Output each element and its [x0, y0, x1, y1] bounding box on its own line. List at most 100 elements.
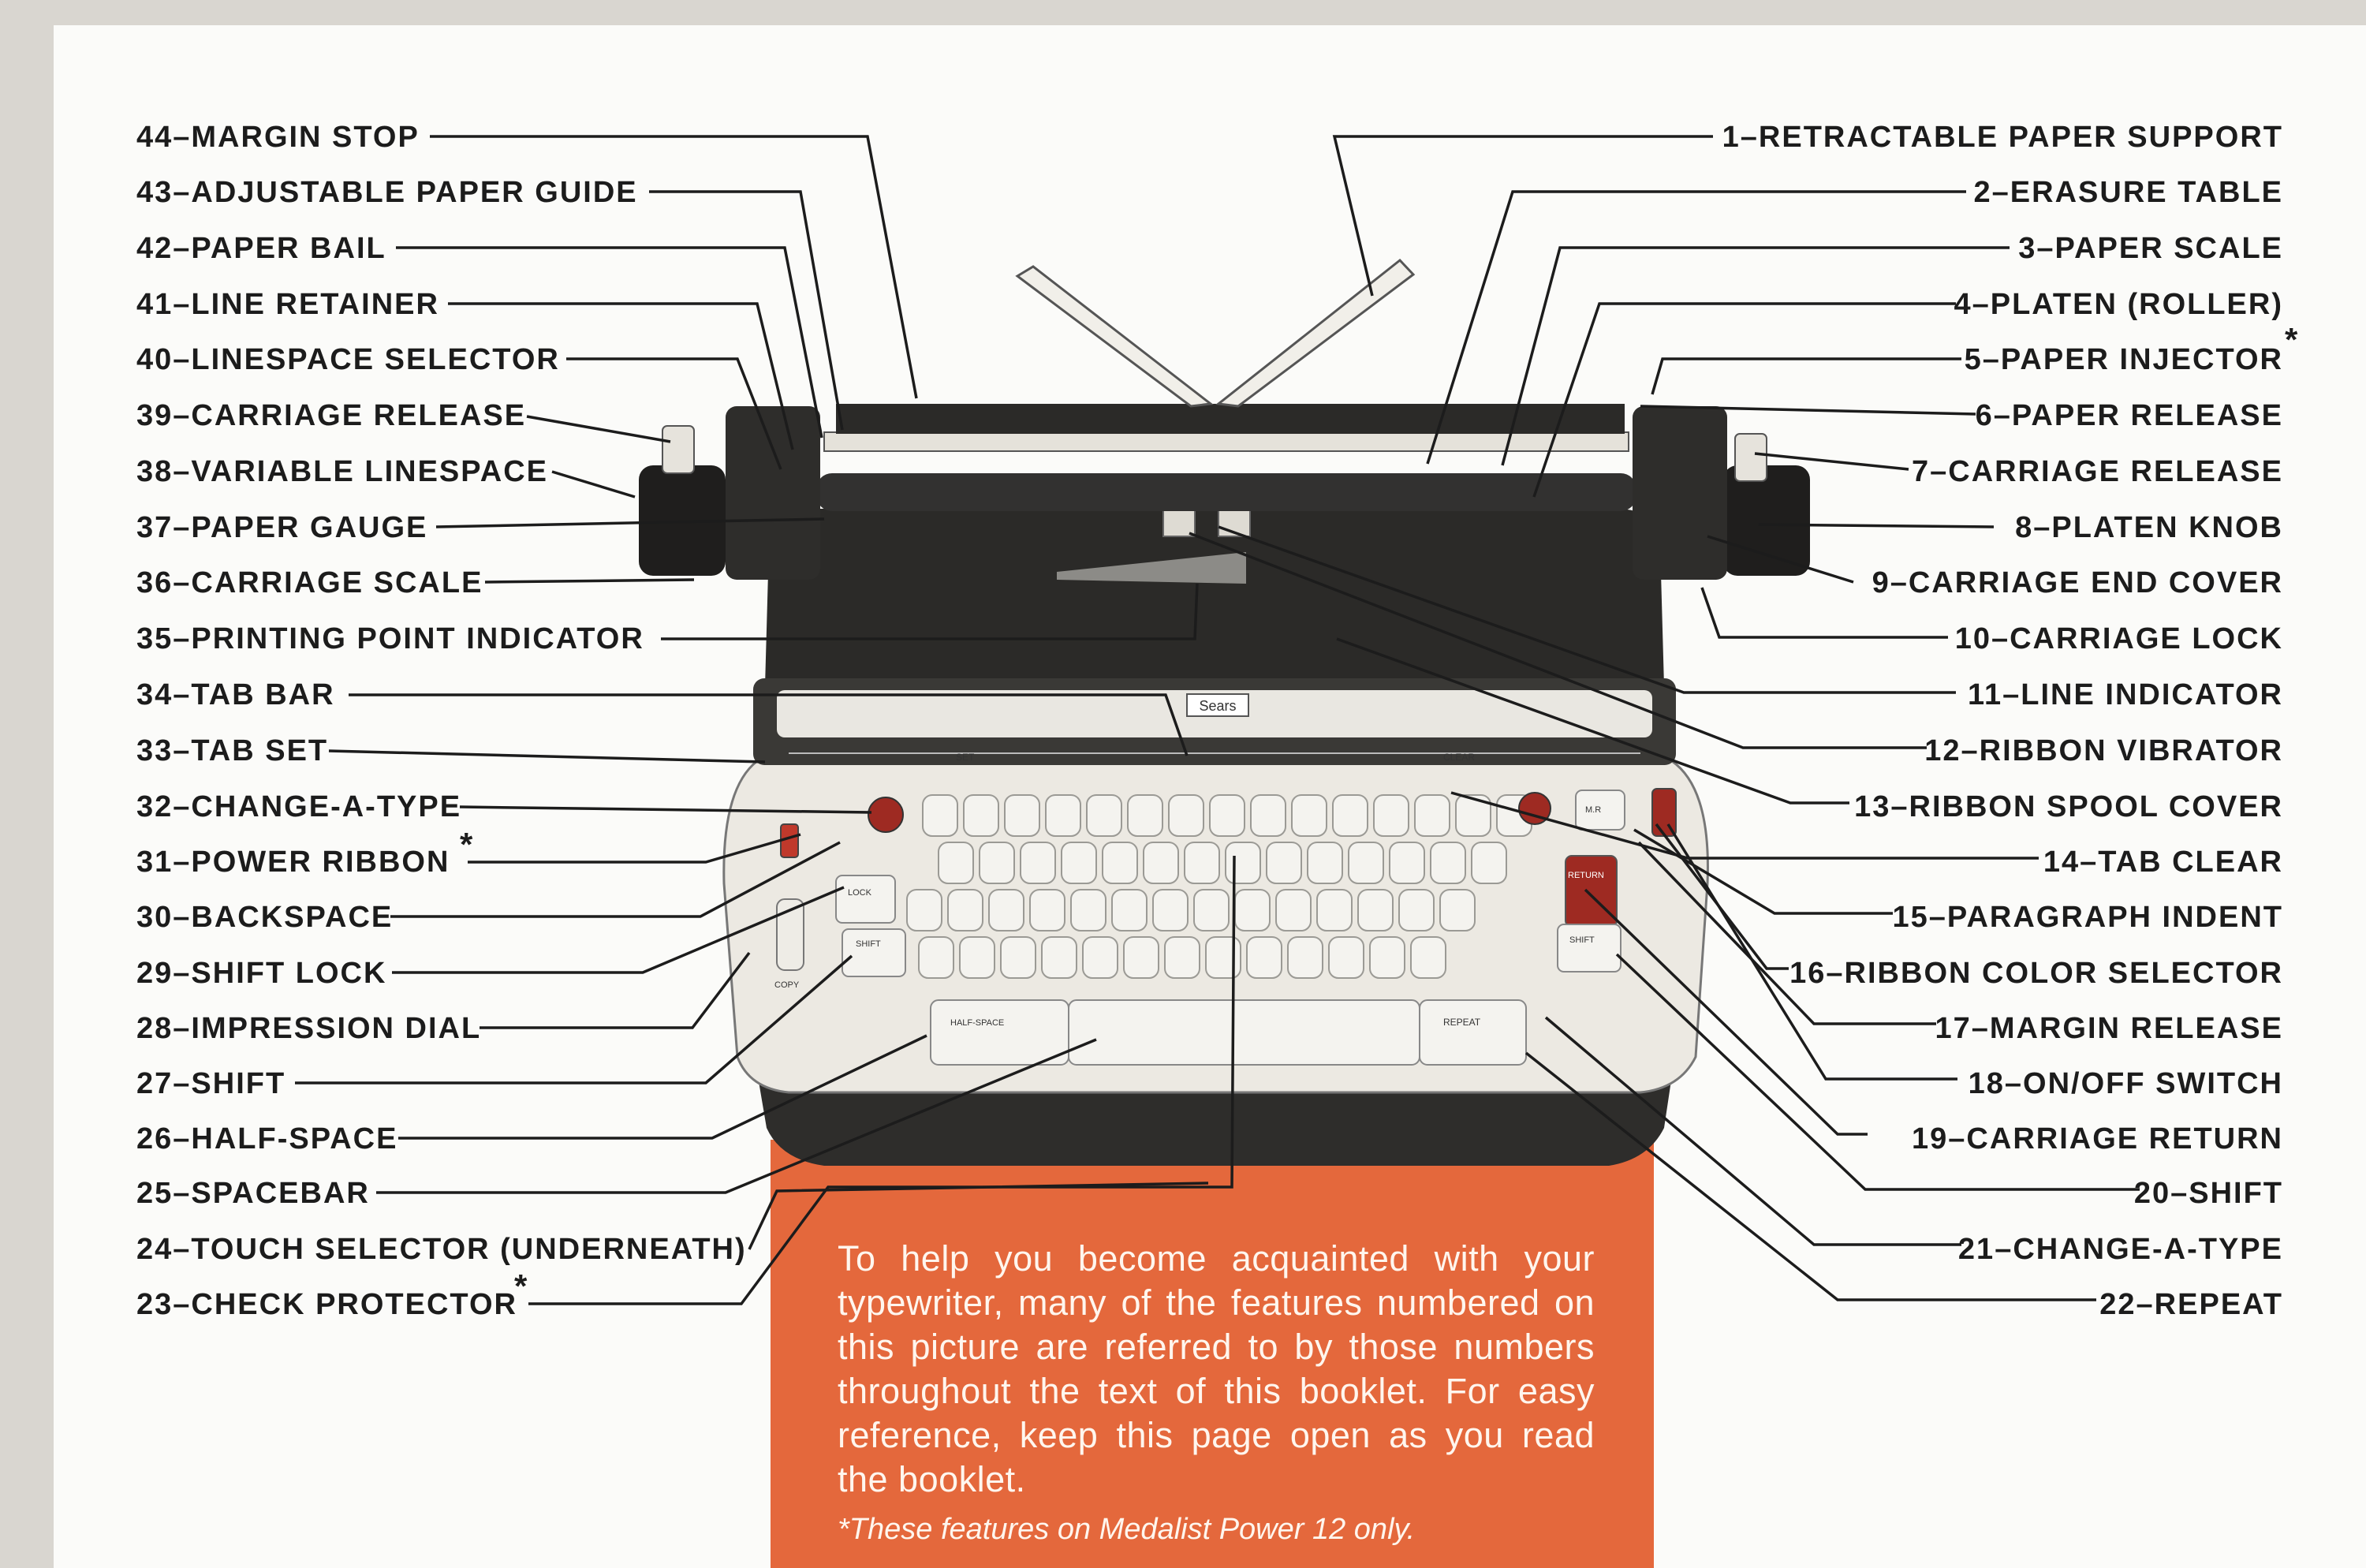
typewriter-key[interactable] — [1373, 794, 1409, 837]
typewriter-key[interactable] — [1111, 889, 1148, 931]
tab-clear-key-text: CLEAR — [1443, 752, 1475, 763]
label-2-erasure-table: 2–ERASURE TABLE — [1973, 176, 2283, 209]
typewriter-key[interactable] — [1348, 842, 1384, 884]
label-16-ribbon-color-selector: 16–RIBBON COLOR SELECTOR — [1789, 957, 2283, 990]
typewriter-key[interactable] — [1266, 842, 1302, 884]
left-shift-key[interactable] — [842, 928, 906, 977]
label-10-carriage-lock: 10–CARRIAGE LOCK — [1954, 622, 2283, 655]
label-13-ribbon-spool-cover: 13–RIBBON SPOOL COVER — [1854, 790, 2283, 823]
type-guide — [1057, 552, 1246, 584]
change-a-type-left[interactable] — [868, 797, 904, 833]
repeat-key[interactable] — [1419, 999, 1527, 1066]
label-44-margin-stop: 44–MARGIN STOP — [136, 121, 420, 154]
typewriter-key[interactable] — [918, 936, 954, 979]
label-4-platen-roller: 4–PLATEN (ROLLER) — [1954, 288, 2283, 321]
typewriter-key[interactable] — [1471, 842, 1507, 884]
typewriter-key[interactable] — [1061, 842, 1097, 884]
typewriter-key[interactable] — [1102, 842, 1138, 884]
left-release-lever — [662, 425, 695, 474]
half-space-key[interactable] — [930, 999, 1069, 1066]
typewriter-key[interactable] — [1020, 842, 1056, 884]
impression-dial-text: COPY — [774, 980, 800, 990]
typewriter-key[interactable] — [1369, 936, 1405, 979]
typewriter-key[interactable] — [1234, 889, 1271, 931]
typewriter-key[interactable] — [1316, 889, 1353, 931]
typewriter-key[interactable] — [1143, 842, 1179, 884]
typewriter-key[interactable] — [1357, 889, 1394, 931]
label-28-impression-dial: 28–IMPRESSION DIAL — [136, 1012, 482, 1045]
right-carriage-end — [1633, 406, 1727, 580]
typewriter-key[interactable] — [1430, 842, 1466, 884]
typewriter-key[interactable] — [1152, 889, 1189, 931]
typewriter-key[interactable] — [1193, 889, 1230, 931]
label-29-shift-lock: 29–SHIFT LOCK — [136, 957, 387, 990]
label-38-variable-linespace: 38–VARIABLE LINESPACE — [136, 455, 549, 488]
typewriter-key[interactable] — [1287, 936, 1323, 979]
typewriter-key[interactable] — [1332, 794, 1368, 837]
return-key[interactable] — [1565, 855, 1618, 928]
shift-lock-key[interactable] — [835, 875, 896, 924]
impression-dial[interactable] — [776, 898, 804, 971]
typewriter-key[interactable] — [1205, 936, 1241, 979]
typewriter-key[interactable] — [1029, 889, 1065, 931]
typewriter-key[interactable] — [1082, 936, 1118, 979]
label-20-shift: 20–SHIFT — [2133, 1177, 2283, 1210]
margin-release-key[interactable] — [1575, 790, 1625, 831]
brand-plate — [1186, 693, 1249, 717]
typewriter-key[interactable] — [1291, 794, 1327, 837]
typewriter-key[interactable] — [1045, 794, 1081, 837]
typewriter-key[interactable] — [979, 842, 1015, 884]
typewriter-key[interactable] — [1410, 936, 1446, 979]
typewriter-key[interactable] — [938, 842, 974, 884]
spacebar[interactable] — [1068, 999, 1420, 1066]
typewriter-key[interactable] — [1168, 794, 1204, 837]
typewriter-key[interactable] — [1439, 889, 1476, 931]
typewriter-key[interactable] — [1041, 936, 1077, 979]
typewriter-key[interactable] — [1389, 842, 1425, 884]
label-6-paper-release: 6–PAPER RELEASE — [1975, 399, 2283, 432]
label-33-tab-set: 33–TAB SET — [136, 734, 329, 767]
change-a-type-right[interactable] — [1518, 792, 1551, 825]
typewriter-key[interactable] — [906, 889, 942, 931]
label-7-carriage-release: 7–CARRIAGE RELEASE — [1912, 455, 2283, 488]
typewriter-key[interactable] — [1164, 936, 1200, 979]
label-30-backspace: 30–BACKSPACE — [136, 901, 394, 934]
typewriter-key[interactable] — [1455, 794, 1491, 837]
typewriter-key[interactable] — [1328, 936, 1364, 979]
typewriter-key[interactable] — [1000, 936, 1036, 979]
label-17-margin-release: 17–MARGIN RELEASE — [1935, 1012, 2283, 1045]
typewriter-key[interactable] — [1398, 889, 1435, 931]
typewriter-key[interactable] — [1246, 936, 1282, 979]
typewriter-key[interactable] — [1123, 936, 1159, 979]
typewriter-key[interactable] — [1225, 842, 1261, 884]
typewriter-key[interactable] — [959, 936, 995, 979]
label-19-carriage-return: 19–CARRIAGE RETURN — [1912, 1122, 2283, 1155]
typewriter-key[interactable] — [1004, 794, 1040, 837]
leader-lines — [295, 135, 2140, 1305]
typewriter-key[interactable] — [1070, 889, 1106, 931]
label-34-tab-bar: 34–TAB BAR — [136, 678, 335, 711]
right-shift-key[interactable] — [1557, 924, 1621, 973]
label-41-line-retainer: 41–LINE RETAINER — [136, 288, 439, 321]
typewriter-key[interactable] — [963, 794, 999, 837]
typewriter-key[interactable] — [1127, 794, 1163, 837]
label-31-power-ribbon: 31–POWER RIBBON — [136, 846, 450, 879]
typewriter-key[interactable] — [1275, 889, 1312, 931]
typewriter-key[interactable] — [1086, 794, 1122, 837]
label-43-adjustable-paper-guide: 43–ADJUSTABLE PAPER GUIDE — [136, 176, 638, 209]
typewriter-key[interactable] — [947, 889, 983, 931]
typewriter-key[interactable] — [922, 794, 958, 837]
typewriter-key[interactable] — [1209, 794, 1245, 837]
right-platen-knob — [1723, 465, 1810, 576]
typewriter-key[interactable] — [988, 889, 1024, 931]
typewriter-key[interactable] — [1307, 842, 1343, 884]
typewriter-key[interactable] — [1414, 794, 1450, 837]
label-24-touch-selector: 24–TOUCH SELECTOR (UNDERNEATH) — [136, 1233, 747, 1266]
paper-support-right — [1215, 258, 1416, 408]
typewriter-key[interactable] — [1250, 794, 1286, 837]
label-36-carriage-scale: 36–CARRIAGE SCALE — [136, 566, 483, 599]
label-1-retractable-paper-support: 1–RETRACTABLE PAPER SUPPORT — [1722, 121, 2283, 154]
right-shift-key-text: SHIFT — [1569, 935, 1595, 945]
typewriter-key[interactable] — [1184, 842, 1220, 884]
